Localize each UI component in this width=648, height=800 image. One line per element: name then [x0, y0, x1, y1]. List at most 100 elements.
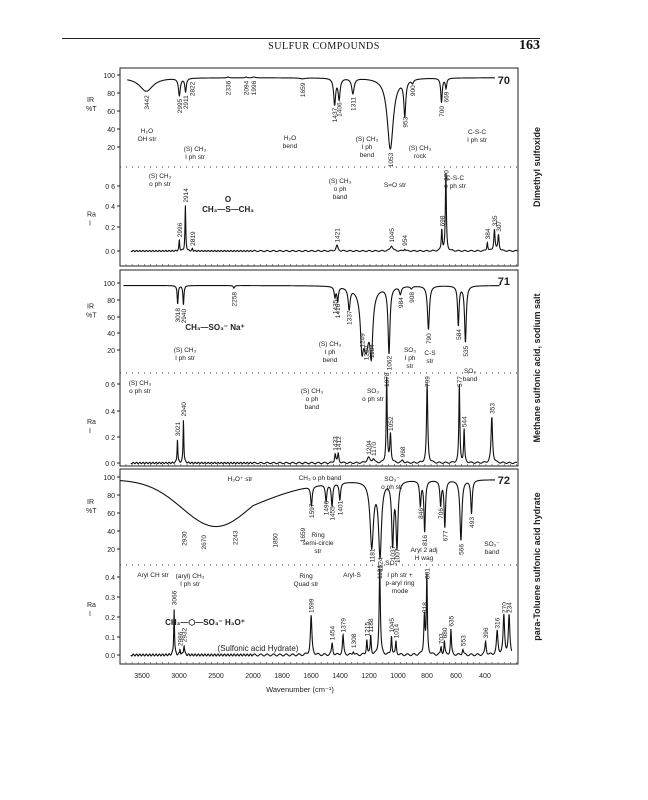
panel-number: 70	[498, 75, 510, 87]
peak-assignment-annotation: SO₃	[404, 347, 416, 354]
peak-assignment-annotation: OH str	[138, 136, 158, 143]
ir-y-tick-label: 80	[107, 493, 115, 500]
raman-y-tick-label: 0 2	[105, 435, 115, 442]
raman-peak-label: 1126	[377, 565, 384, 579]
ir-peak-label: 535	[463, 345, 470, 356]
peak-assignment-annotation: p-aryl ring	[386, 580, 415, 587]
raman-peak-label: 3021	[175, 421, 182, 436]
ir-peak-label: 584	[456, 329, 463, 340]
raman-peak-label: 1454	[330, 625, 337, 640]
x-tick-label: 3000	[171, 673, 187, 680]
peak-assignment-annotation: o ph str	[444, 183, 467, 190]
peak-assignment-annotation: (S) CH₃	[174, 347, 197, 354]
peak-assignment-annotation: Aryl CH str	[137, 572, 169, 579]
ir-peak-label: 1181	[369, 548, 376, 562]
peak-assignment-annotation: Quad str	[294, 581, 320, 588]
ir-y-tick-label: 20	[107, 348, 115, 355]
ir-peak-label: 1659	[300, 82, 307, 97]
peak-assignment-annotation: SO₃	[367, 388, 379, 395]
raman-y-tick-label: 0.2	[105, 615, 115, 622]
ir-axis-label: IR	[87, 97, 94, 104]
peak-assignment-annotation: semi-circle	[302, 540, 333, 547]
peak-assignment-annotation: SO₃⁻	[484, 541, 500, 548]
peak-assignment-annotation: SO₃⁻	[385, 560, 401, 567]
ir-peak-label: 2995	[177, 98, 184, 113]
peak-assignment-annotation: SO₃	[464, 368, 476, 375]
ir-peak-label: 3018	[175, 308, 182, 323]
ir-peak-label: 2911	[183, 95, 190, 109]
raman-peak-label: 698	[439, 215, 446, 226]
raman-axis-label: Ra	[87, 212, 96, 219]
peak-assignment-annotation: C-S	[424, 350, 436, 357]
raman-peak-label: 818	[422, 602, 429, 613]
raman-peak-label: 2986	[178, 631, 185, 646]
raman-peak-label: 335	[492, 215, 499, 226]
ir-peak-label: 2822	[190, 81, 197, 96]
peak-assignment-annotation: (S) CH₃	[129, 380, 152, 387]
compound-name: Dimethyl sulfoxide	[532, 127, 542, 207]
peak-assignment-annotation: (S) CH₃	[184, 146, 207, 153]
ir-y-tick-label: 40	[107, 331, 115, 338]
peak-assignment-annotation: band	[485, 549, 500, 556]
raman-peak-label: 270	[501, 602, 508, 613]
ir-axis-label: IR	[87, 499, 94, 506]
x-tick-label: 600	[450, 673, 462, 680]
peak-assignment-annotation: mode	[392, 588, 409, 595]
ir-peak-label: 2670	[201, 535, 208, 550]
raman-peak-label: 234	[507, 602, 514, 613]
peak-assignment-annotation: Ring	[311, 532, 325, 539]
ir-peak-label: 900	[410, 85, 417, 96]
peak-assignment-annotation: I ph str	[175, 355, 196, 362]
ir-peak-label: 1659	[300, 527, 307, 542]
raman-y-tick-label: 0.1	[105, 635, 115, 642]
peak-assignment-annotation: C-S-C	[468, 129, 486, 136]
ir-peak-label: 1007	[394, 548, 401, 563]
ir-peak-label: 566	[458, 544, 465, 555]
ir-peak-label: 493	[469, 517, 476, 528]
ir-axis-unit: %T	[86, 313, 97, 320]
peak-assignment-annotation: band	[305, 404, 320, 411]
ir-peak-label: 3442	[144, 95, 151, 110]
x-tick-label: 1000	[390, 673, 406, 680]
peak-assignment-annotation: SO₃⁻	[384, 476, 400, 483]
peak-assignment-annotation: (S) CH₃	[149, 173, 172, 180]
ir-peak-label: 1597	[309, 503, 316, 518]
peak-assignment-annotation: H₂O	[141, 128, 153, 135]
raman-peak-label: 577	[457, 376, 464, 387]
x-axis-title: Wavenumber (cm⁻¹)	[266, 685, 334, 694]
peak-assignment-annotation: band	[463, 376, 478, 383]
peak-assignment-annotation: I ph str	[467, 137, 488, 144]
x-tick-label: 1200	[361, 673, 377, 680]
raman-peak-label: 1078	[384, 372, 391, 387]
peak-assignment-annotation: CH₃ o ph band	[299, 475, 342, 482]
ir-peak-label: 700	[439, 106, 446, 117]
ir-spectrum-line	[119, 479, 495, 559]
raman-peak-label: 799	[425, 376, 432, 387]
raman-peak-label: 635	[448, 615, 455, 626]
raman-peak-label: 801	[424, 568, 431, 579]
raman-y-tick-label: 0 0	[105, 461, 115, 468]
peak-assignment-annotation: rock	[414, 153, 427, 160]
peak-assignment-annotation: Aryl-S	[343, 572, 361, 579]
raman-peak-label: 2914	[183, 188, 190, 203]
raman-peak-label: 1421	[334, 228, 341, 243]
ir-y-tick-label: 100	[103, 281, 115, 288]
ir-peak-label: 677	[442, 530, 449, 541]
ir-spectrum-line	[127, 76, 495, 150]
ir-peak-label: 2243	[233, 530, 240, 545]
peak-assignment-annotation: Ring	[299, 573, 313, 580]
ir-peak-label: 2094	[244, 80, 251, 95]
raman-peak-label: 316	[495, 617, 502, 628]
peak-assignment-annotation: str	[314, 548, 322, 555]
raman-peak-label: 1599	[309, 598, 316, 613]
peak-assignment-annotation: H₂O	[284, 135, 296, 142]
ir-peak-label: 1124	[378, 557, 385, 571]
raman-y-tick-label: 0 4	[105, 204, 115, 211]
raman-peak-label: 3066	[172, 590, 179, 605]
raman-y-tick-label: 0.4	[105, 575, 115, 582]
x-tick-label: 800	[421, 673, 433, 680]
panel-frame	[119, 269, 519, 467]
